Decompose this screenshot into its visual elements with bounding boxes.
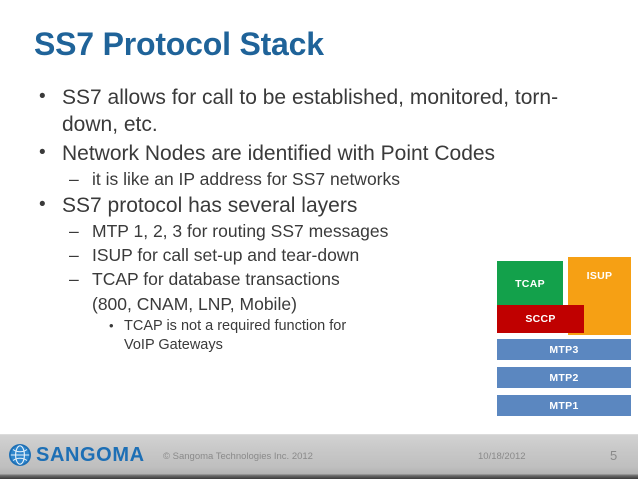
bullet-text: MTP 1, 2, 3 for routing SS7 messages <box>92 221 389 242</box>
bullet-text: SS7 allows for call to be established, m… <box>62 86 559 137</box>
sangoma-wordmark: SANGOMA <box>36 443 145 466</box>
bullet-item-continuation: (800, CNAM, LNP, Mobile) <box>34 293 614 316</box>
bullet-item: – it is like an IP address for SS7 netwo… <box>34 168 614 191</box>
stack-box-mtp3: MTP3 <box>497 339 631 360</box>
stack-box-tcap: TCAP <box>497 261 563 307</box>
slide-footer: SANGOMA © Sangoma Technologies Inc. 2012… <box>0 434 638 479</box>
bullet-text: it is like an IP address for SS7 network… <box>92 168 401 189</box>
bullet-text: Network Nodes are identified with Point … <box>62 141 496 165</box>
footer-page-number: 5 <box>610 448 618 463</box>
bullet-marker: • <box>109 317 114 333</box>
bullet-marker: – <box>69 269 79 290</box>
bullet-item: – TCAP for database transactions <box>34 268 614 291</box>
sangoma-logo: SANGOMA <box>8 443 145 467</box>
bullet-item: • SS7 allows for call to be established,… <box>34 84 614 139</box>
bullet-marker: – <box>69 168 79 189</box>
bullet-text: ISUP for call set-up and tear-down <box>92 245 360 266</box>
stack-box-mtp1: MTP1 <box>497 395 631 416</box>
bullet-item: • Network Nodes are identified with Poin… <box>34 140 614 167</box>
globe-icon <box>9 444 31 466</box>
bullet-item: – ISUP for call set-up and tear-down <box>34 244 614 267</box>
footer-date: 10/18/2012 <box>478 451 526 462</box>
bullet-text: SS7 protocol has several layers <box>62 193 358 217</box>
bullet-item-continuation: VoIP Gateways <box>34 336 614 355</box>
stack-box-sccp: SCCP <box>497 305 584 333</box>
bullet-item: • SS7 protocol has several layers <box>34 192 614 219</box>
bullet-item: – MTP 1, 2, 3 for routing SS7 messages <box>34 220 614 243</box>
page-title: SS7 Protocol Stack <box>34 26 324 62</box>
bullet-text: (800, CNAM, LNP, Mobile) <box>92 293 297 314</box>
bullet-marker: • <box>39 193 46 215</box>
footer-copyright: © Sangoma Technologies Inc. 2012 <box>163 451 313 462</box>
bullet-marker: • <box>39 141 46 163</box>
bullet-text: TCAP is not a required function for <box>124 317 347 334</box>
bullet-marker: – <box>69 245 79 266</box>
stack-box-mtp2: MTP2 <box>497 367 631 388</box>
slide-body: • SS7 allows for call to be established,… <box>34 84 614 354</box>
bullet-text: VoIP Gateways <box>124 336 223 353</box>
bullet-marker: • <box>39 86 46 107</box>
ss7-protocol-stack-diagram: TCAP ISUP SCCP MTP3 MTP2 MTP1 <box>493 253 636 425</box>
bullet-marker: – <box>69 221 79 242</box>
bullet-item: • TCAP is not a required function for <box>34 317 614 336</box>
bullet-text: TCAP for database transactions <box>92 269 340 290</box>
